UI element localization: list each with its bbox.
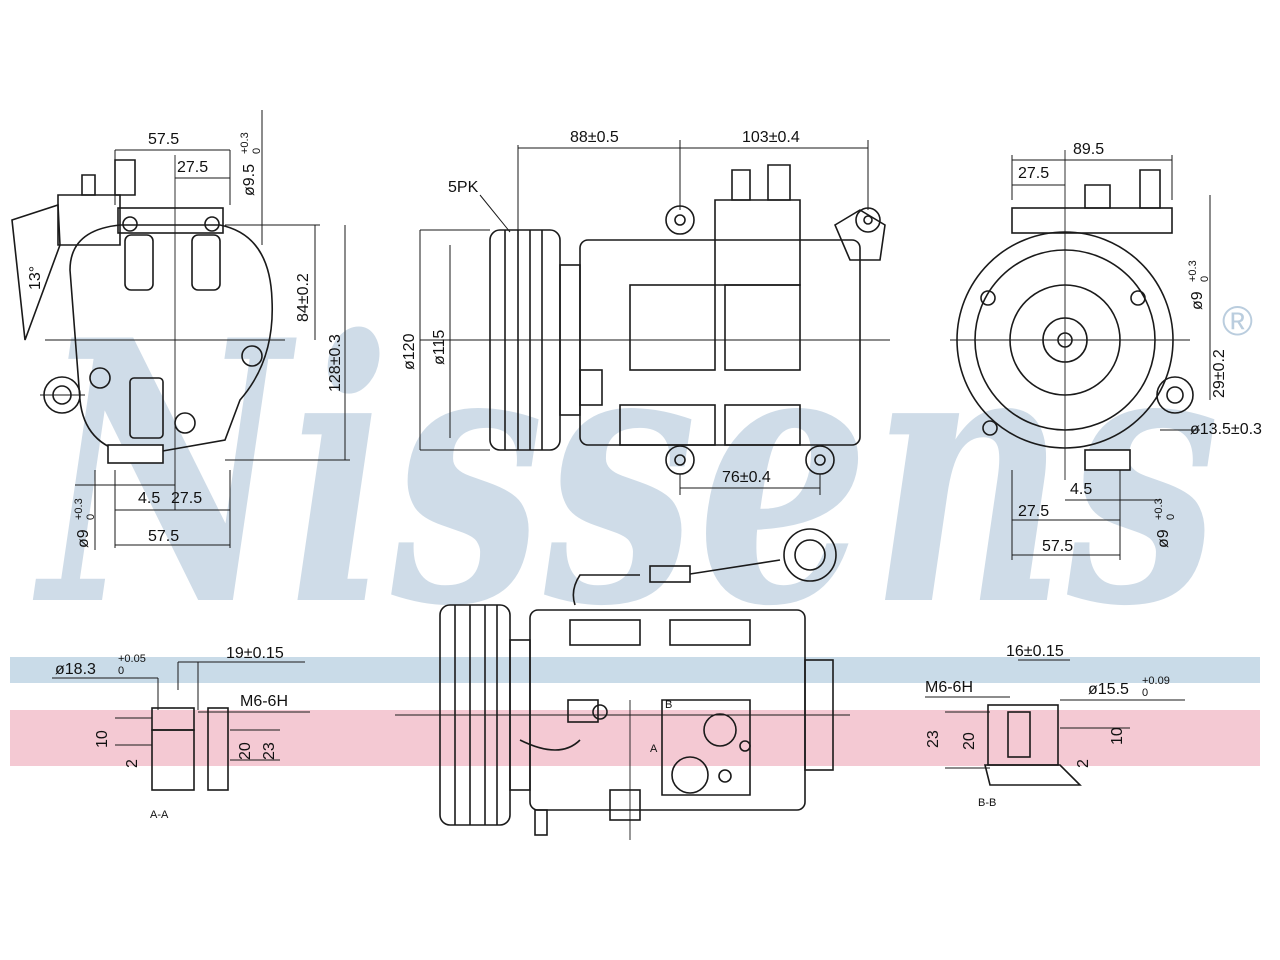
side-dim-pulley-to-mount: 88±0.5: [570, 129, 619, 146]
front-dim-bottom-bore-tol-lower: 0: [85, 514, 97, 520]
section-b-dim-bore: ø15.5: [1088, 681, 1129, 698]
front-dim-side-bore-tol-upper: +0.3: [239, 132, 251, 154]
section-b-dim-bore-tol-lower: 0: [1142, 687, 1148, 699]
side-dim-pulley-inner: ø115: [431, 330, 448, 365]
side-view: 88±0.5 103±0.4 5PK ø120 ø115 76±0.4: [401, 129, 890, 495]
section-a-label: A-A: [150, 809, 169, 821]
rear-dim-port-bore: ø13.5±0.3: [1190, 421, 1262, 438]
section-b-dim-10: 10: [1109, 727, 1126, 745]
front-view: 57.5 27.5 ø9.5 +0.3 0 13° 84±0.2 128±0.3…: [11, 110, 350, 550]
section-b-dim-20: 20: [961, 732, 978, 750]
side-belt-type: 5PK: [448, 179, 479, 196]
rear-dim-top-width: 89.5: [1073, 141, 1104, 158]
section-b-dim-bore-tol-upper: +0.09: [1142, 675, 1170, 687]
rear-dim-bottom-small: 4.5: [1070, 481, 1092, 498]
section-b-label: B-B: [978, 797, 996, 809]
section-b-dim-23: 23: [925, 730, 942, 748]
front-dim-side-bore-tol-lower: 0: [251, 148, 263, 154]
top-marker-b: B: [665, 699, 672, 711]
section-a-dim-20: 20: [237, 742, 254, 760]
rear-dim-bottom-width: 57.5: [1042, 538, 1073, 555]
side-dim-mount-span: 103±0.4: [742, 129, 800, 146]
section-a-dim-10: 10: [94, 730, 111, 748]
blue-band: [10, 657, 1260, 683]
rear-dim-side-bore-tol-upper: +0.3: [1187, 260, 1199, 282]
side-dim-lower-mount-span: 76±0.4: [722, 469, 771, 486]
section-b-dim-depth: 16±0.15: [1006, 643, 1064, 660]
rear-dim-bottom-half: 27.5: [1018, 503, 1049, 520]
rear-dim-bottom-bore-tol-upper: +0.3: [1153, 498, 1165, 520]
front-angle: 13°: [27, 266, 44, 290]
pink-band: [10, 710, 1260, 766]
front-dim-bottom-width: 57.5: [148, 528, 179, 545]
section-a-dim-2: 2: [124, 759, 141, 768]
section-a-dim-bore: ø18.3: [55, 661, 96, 678]
section-a-dim-depth: 19±0.15: [226, 645, 284, 662]
section-a-dim-bore-tol-upper: +0.05: [118, 653, 146, 665]
section-a: ø18.3 +0.05 0 19±0.15 M6-6H 10 2 20 23 A…: [52, 645, 310, 821]
front-dim-bottom-small: 4.5: [138, 490, 160, 507]
watermark-logo: Nissens: [32, 262, 1220, 685]
front-dim-side-bore: ø9.5: [241, 164, 258, 196]
front-dim-bottom-bore-tol-upper: +0.3: [73, 498, 85, 520]
front-dim-total-height: 128±0.3: [327, 334, 344, 392]
rear-view: 89.5 27.5 ø9 +0.3 0 29±0.2 ø13.5±0.3 4.5…: [950, 141, 1262, 560]
section-a-dim-23: 23: [261, 742, 278, 760]
section-b-thread: M6-6H: [925, 679, 973, 696]
front-dim-top-half: 27.5: [177, 159, 208, 176]
rear-dim-bottom-bore-tol-lower: 0: [1165, 514, 1177, 520]
front-dim-mount-height: 84±0.2: [295, 273, 312, 322]
top-view: B A: [395, 528, 850, 840]
rear-dim-side-bore: ø9: [1189, 291, 1206, 310]
registered-mark: ®: [1222, 297, 1253, 344]
front-dim-bottom-bore: ø9: [75, 529, 92, 548]
section-a-dim-bore-tol-lower: 0: [118, 665, 124, 677]
section-b-dim-2: 2: [1075, 759, 1092, 768]
section-a-thread: M6-6H: [240, 693, 288, 710]
section-b: 16±0.15 M6-6H ø15.5 +0.09 0 23 20 10 2 B…: [925, 643, 1185, 809]
rear-dim-top-half: 27.5: [1018, 165, 1049, 182]
front-dim-top-width: 57.5: [148, 131, 179, 148]
rear-dim-mount-height: 29±0.2: [1211, 349, 1228, 398]
front-dim-bottom-half: 27.5: [171, 490, 202, 507]
side-dim-pulley-outer: ø120: [401, 333, 418, 370]
rear-dim-side-bore-tol-lower: 0: [1199, 276, 1211, 282]
top-marker-a: A: [650, 743, 658, 755]
rear-dim-bottom-bore: ø9: [1155, 529, 1172, 548]
